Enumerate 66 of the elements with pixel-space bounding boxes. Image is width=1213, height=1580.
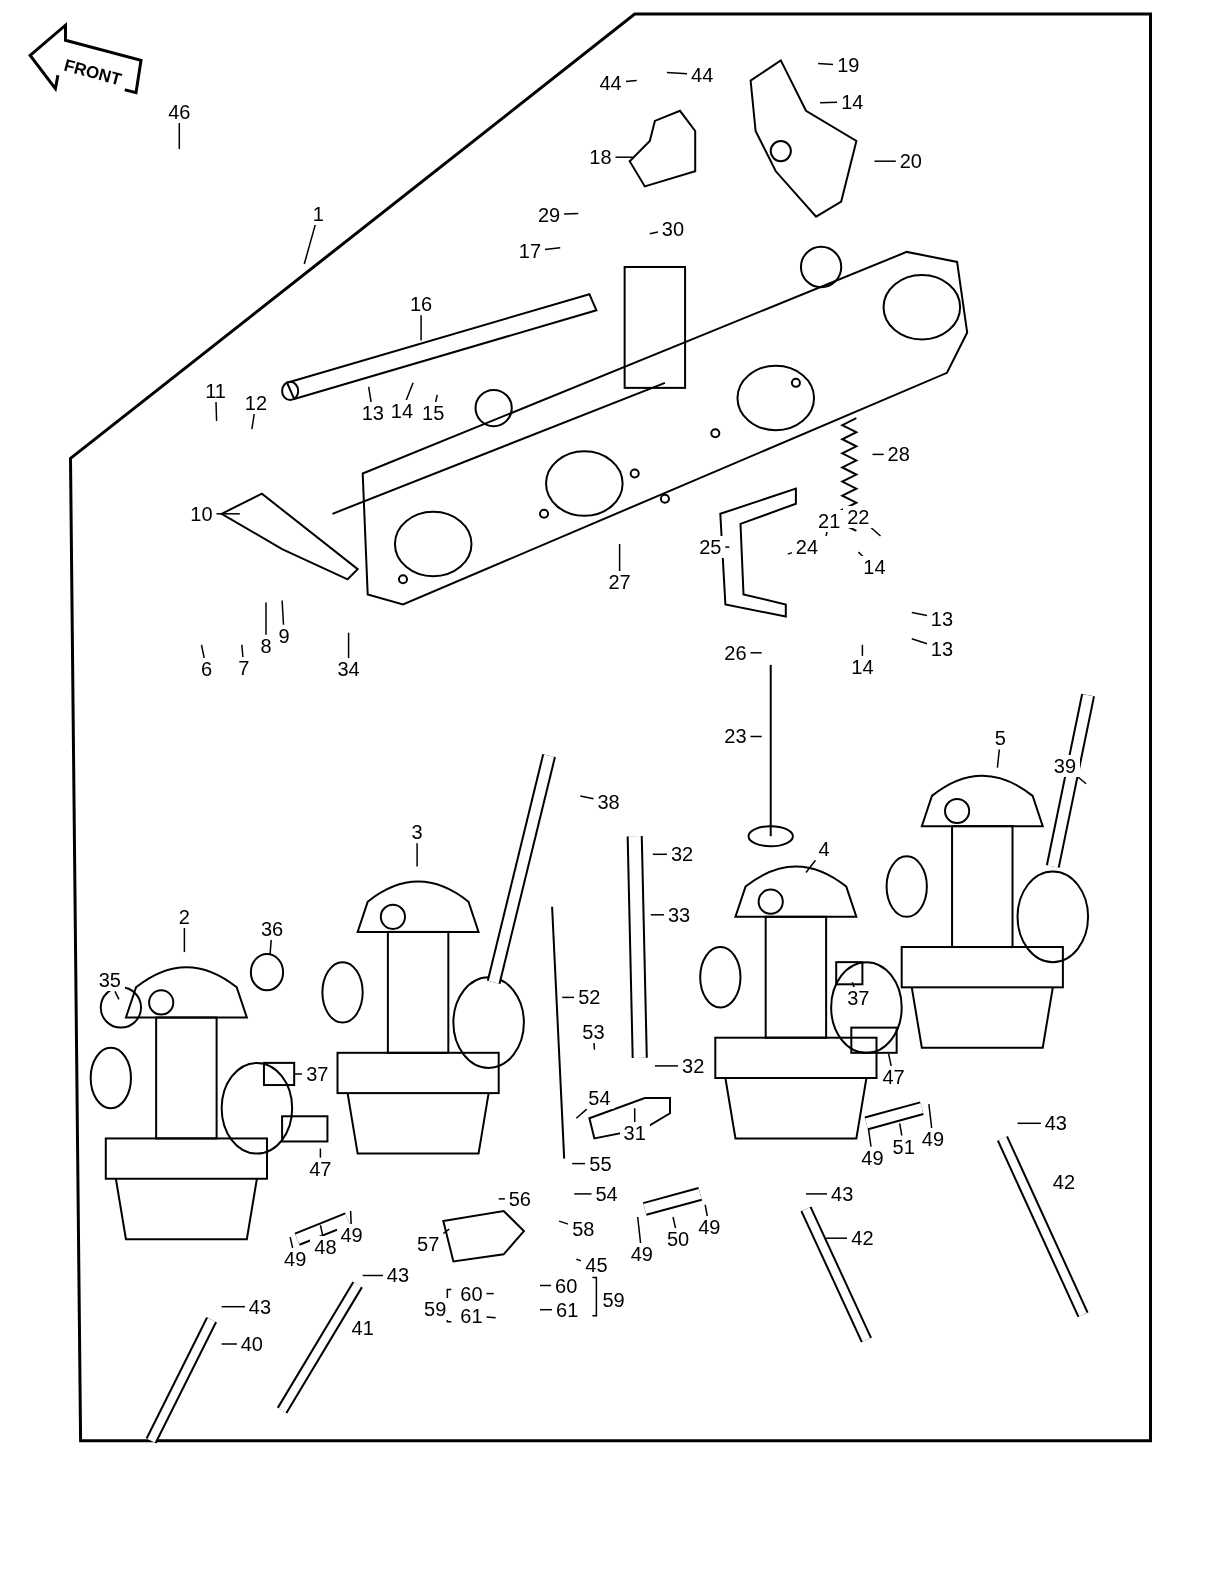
leader-line	[650, 914, 665, 916]
leader-line	[434, 394, 438, 403]
leader-line	[289, 1236, 294, 1250]
leader-line	[241, 644, 244, 658]
callout-number: 22	[843, 505, 874, 528]
leader-line	[654, 1065, 679, 1067]
leader-line	[215, 513, 241, 515]
leader-line	[251, 413, 255, 430]
leader-line	[183, 927, 186, 953]
leader-line	[911, 637, 928, 645]
leader-line	[817, 62, 835, 66]
leader-line	[200, 644, 205, 659]
leader-line	[269, 939, 272, 956]
leader-line	[724, 546, 731, 548]
leader-line	[805, 859, 817, 874]
leader-line	[672, 1216, 677, 1229]
leader-line	[420, 314, 422, 342]
leader-line	[624, 79, 638, 83]
leader-line	[911, 611, 928, 617]
leader-line	[544, 247, 561, 251]
leader-line	[593, 1041, 596, 1051]
leader-line	[887, 1053, 892, 1067]
leader-line	[265, 601, 267, 636]
leader-line	[614, 156, 634, 158]
leader-line	[349, 1210, 352, 1225]
leader-line	[114, 990, 120, 1001]
leader-line	[928, 1103, 933, 1130]
leader-line	[367, 386, 372, 403]
leader-line	[873, 160, 897, 162]
leader-line	[996, 748, 1001, 769]
leader-line	[898, 1122, 903, 1137]
leader-line	[215, 401, 218, 422]
leader-line	[485, 1316, 497, 1319]
leader-line	[749, 652, 763, 654]
leader-line	[281, 599, 285, 626]
leader-line	[704, 1204, 709, 1217]
leader-line	[618, 543, 621, 573]
leader-line	[220, 1305, 246, 1308]
leader-line	[666, 71, 688, 75]
leader-line	[293, 1073, 304, 1075]
leader-line	[573, 1193, 593, 1195]
leader-line	[497, 1198, 506, 1200]
leader-line	[825, 1237, 849, 1239]
leader-line	[303, 223, 317, 265]
leader-line	[867, 1127, 872, 1148]
leader-line	[405, 382, 414, 401]
leader-line	[1016, 1122, 1042, 1125]
leader-line	[416, 842, 418, 868]
leader-line	[178, 122, 181, 150]
leader-line	[851, 981, 855, 989]
leader-line	[442, 1228, 451, 1235]
leader-line	[347, 631, 350, 659]
leader-line	[361, 1274, 384, 1277]
leader-line	[579, 795, 595, 800]
leader-line	[575, 1258, 583, 1262]
leader-line	[575, 1108, 588, 1120]
leader-line	[870, 527, 882, 537]
leader-line	[319, 1224, 324, 1238]
leader-line	[220, 1343, 238, 1345]
leader-line	[636, 1216, 642, 1245]
leader-line	[558, 1220, 570, 1225]
leader-line	[1076, 775, 1087, 785]
leader-line	[805, 1193, 828, 1195]
leader-line	[787, 551, 793, 555]
leader-line	[563, 212, 580, 215]
leader-line	[825, 531, 828, 537]
